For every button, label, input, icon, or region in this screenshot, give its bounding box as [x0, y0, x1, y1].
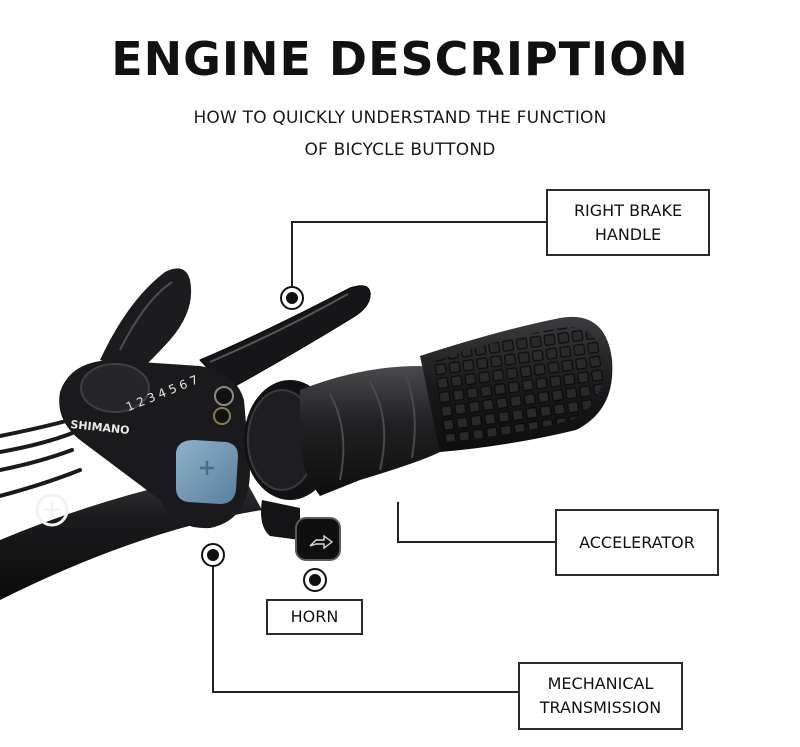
label-accelerator-text: ACCELERATOR — [579, 532, 695, 552]
subtitle-line-2: OF BICYCLE BUTTOND — [304, 140, 496, 160]
gear-dial — [80, 363, 150, 413]
callout-lines — [212, 221, 556, 693]
label-mech-line2: TRANSMISSION — [539, 698, 662, 717]
brake-lever — [199, 285, 371, 391]
throttle-body — [300, 366, 440, 496]
subtitle-line-1: HOW TO QUICKLY UNDERSTAND THE FUNCTION — [193, 108, 607, 128]
shift-lever — [100, 268, 192, 372]
cables — [0, 418, 82, 498]
label-right-brake-line1: RIGHT BRAKE — [573, 200, 683, 220]
bolt-upper — [214, 386, 234, 406]
label-right-brake-handle: RIGHT BRAKE HANDLE — [546, 189, 710, 256]
horn-button — [295, 517, 341, 561]
horn-switch-housing — [261, 500, 300, 540]
tube-logo-icon — [35, 493, 69, 527]
label-right-brake-line2: HANDLE — [594, 224, 662, 244]
label-horn-text: HORN — [290, 607, 339, 626]
page-title: ENGINE DESCRIPTION — [111, 32, 689, 86]
brand-marking: SHIMANO — [70, 418, 130, 437]
label-mech-line1: MECHANICAL — [547, 674, 654, 693]
bolt-lower — [213, 407, 231, 425]
label-accelerator: ACCELERATOR — [555, 509, 719, 576]
callout-dots — [201, 286, 327, 592]
label-horn: HORN — [266, 599, 363, 635]
label-mechanical-transmission: MECHANICAL TRANSMISSION — [518, 662, 683, 730]
